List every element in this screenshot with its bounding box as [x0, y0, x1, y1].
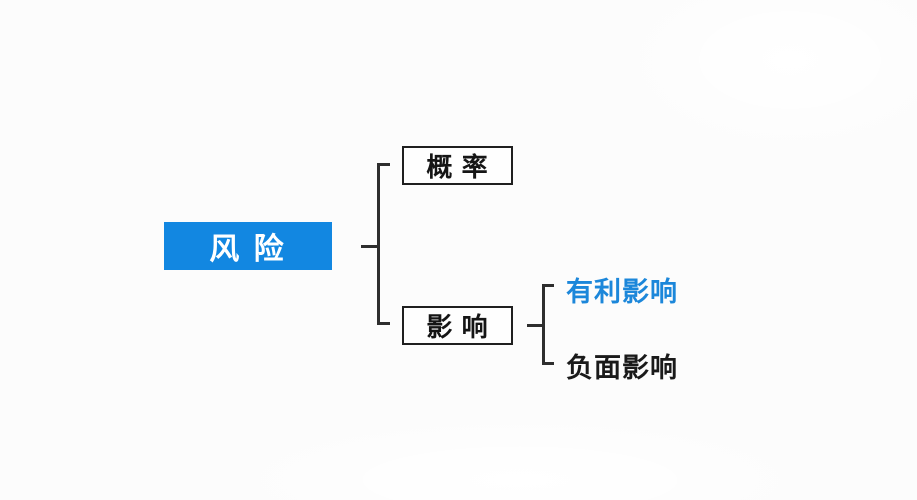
left-bracket-top-tick — [377, 163, 390, 166]
impact-connector-stub — [527, 324, 544, 327]
left-bracket-vertical-line — [377, 163, 380, 325]
impact-node: 影 响 — [402, 306, 513, 345]
right-bracket-bottom-tick — [542, 362, 554, 365]
left-bracket-bottom-tick — [377, 322, 390, 325]
favorable-impact-label: 有利影响 — [566, 277, 678, 307]
right-bracket-vertical-line — [542, 284, 545, 365]
risk-node: 风 险 — [164, 222, 332, 270]
risk-connector-stub — [361, 245, 379, 248]
right-bracket-top-tick — [542, 284, 554, 287]
negative-impact-label: 负面影响 — [566, 353, 678, 383]
probability-node: 概 率 — [402, 146, 513, 185]
